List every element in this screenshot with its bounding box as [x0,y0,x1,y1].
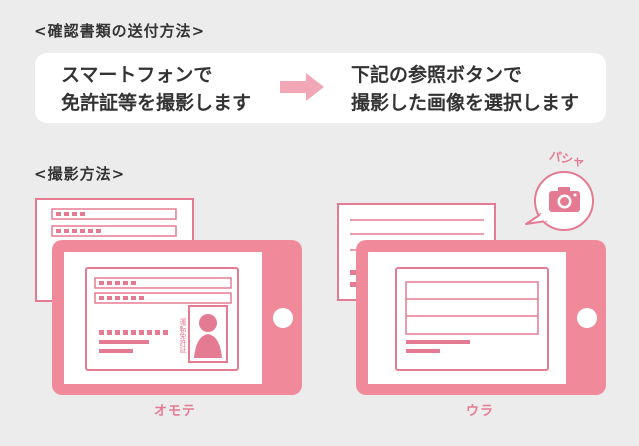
label-front: オモテ [154,404,197,419]
phone-home-button [577,308,597,328]
phone-home-button [273,308,293,328]
step-2-line-2: 撮影した画像を選択します [351,92,580,114]
heading-send-method: <確認書類の送付方法> [34,22,206,40]
step-2-line-1: 下記の参照ボタンで [351,64,523,86]
license-card-front: 運転免許証 [85,267,239,371]
step-2-text: 下記の参照ボタンで 撮影した画像を選択します [351,61,579,117]
camera-icon [549,187,580,212]
arrow-right-icon [280,73,324,101]
steps-box: スマートフォンで 免許証等を撮影します 下記の参照ボタンで 撮影した画像を選択し… [35,53,606,123]
camera-bubble [525,171,594,231]
back-phone [356,240,606,395]
step-1-line-2: 免許証等を撮影します [61,92,252,114]
heading-shoot-method: <撮影方法> [34,165,126,183]
license-vertical-label: 運転免許証 [179,317,187,354]
step-1-text: スマートフォンで 免許証等を撮影します [61,61,251,117]
front-phone: 運転免許証 [52,240,302,395]
label-back: ウラ [466,404,495,419]
step-1-line-1: スマートフォンで [61,64,213,86]
license-card-back [395,267,549,371]
